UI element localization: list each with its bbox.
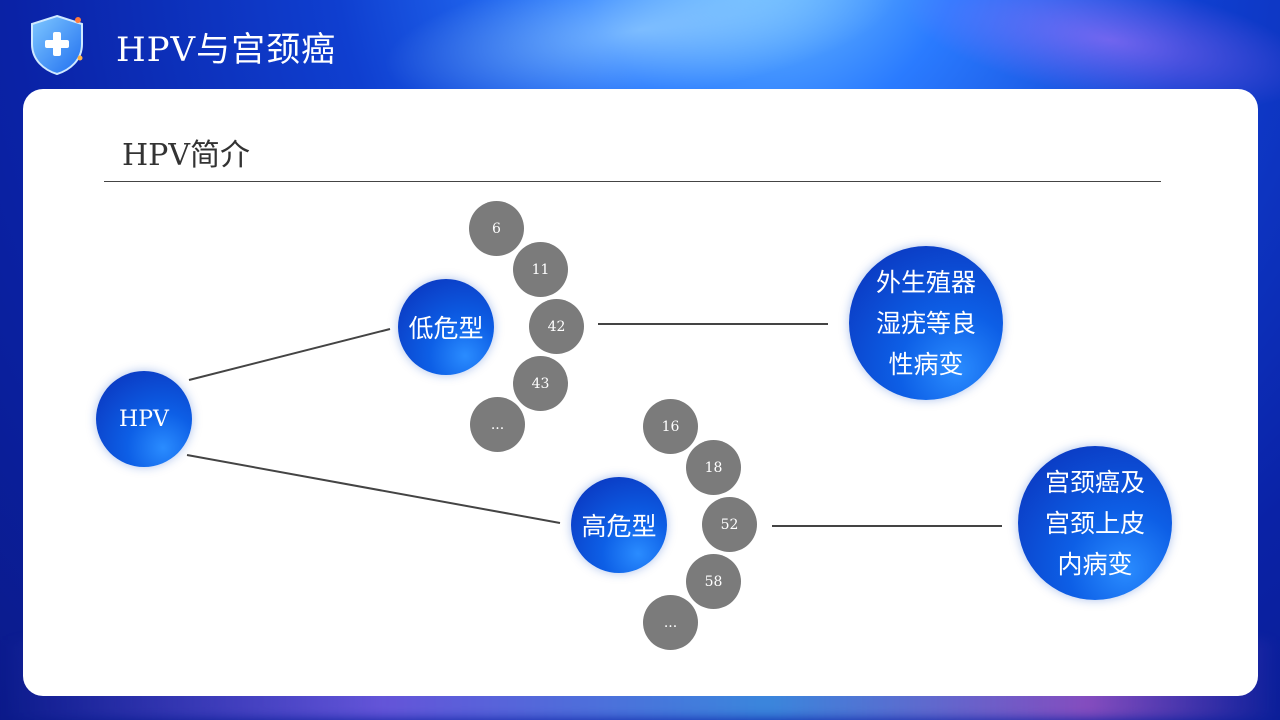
outcome-text-line: 湿疣等良 — [875, 308, 976, 338]
high-risk-type-node: 16 — [643, 399, 698, 454]
low-risk-node: 低危型 — [398, 279, 494, 375]
outcome-text-line: 宫颈上皮 — [1044, 508, 1145, 538]
title-divider — [104, 181, 1161, 182]
page-title: HPV与宫颈癌 — [116, 30, 337, 70]
outcome-text-line: 外生殖器 — [875, 267, 976, 297]
high-risk-type-node: 58 — [686, 554, 741, 609]
content-panel — [23, 89, 1258, 696]
low-risk-outcome-node: 外生殖器 湿疣等良 性病变 — [849, 246, 1003, 400]
low-risk-type-node: 11 — [513, 242, 568, 297]
outcome-text-line: 内病变 — [1057, 549, 1133, 579]
high-risk-type-node: ... — [643, 595, 698, 650]
high-risk-type-node: 18 — [686, 440, 741, 495]
high-risk-outcome-node: 宫颈癌及 宫颈上皮 内病变 — [1018, 446, 1172, 600]
outcome-text-line: 性病变 — [888, 349, 964, 379]
high-risk-type-node: 52 — [702, 497, 757, 552]
low-risk-type-node: ... — [470, 397, 525, 452]
shield-plus-icon — [31, 14, 83, 76]
low-risk-type-node: 43 — [513, 356, 568, 411]
high-risk-node: 高危型 — [571, 477, 667, 573]
hpv-root-node: HPV — [96, 371, 192, 467]
low-risk-type-node: 42 — [529, 299, 584, 354]
low-risk-type-node: 6 — [469, 201, 524, 256]
section-title: HPV简介 — [122, 138, 251, 173]
outcome-text-line: 宫颈癌及 — [1044, 467, 1145, 497]
